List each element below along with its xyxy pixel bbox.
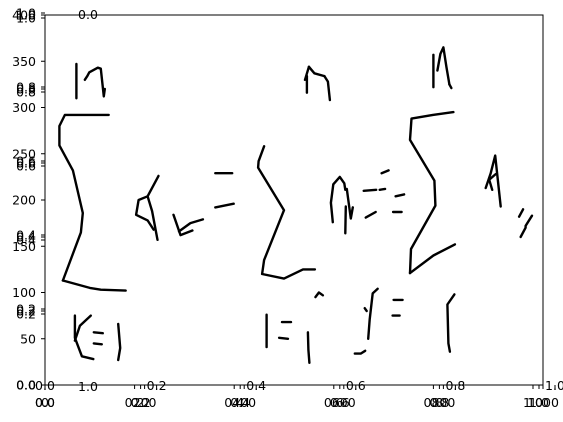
stroke-22 [214,202,235,209]
y-tick-label: 400 [12,8,36,23]
x-tick-label: 200 [133,395,157,410]
stroke-47 [436,46,451,86]
y-tick-label: 0.4 [16,233,36,248]
stroke-21 [177,218,205,233]
y-tick-label: 0.2 [16,307,36,322]
y-tick-label: 0.4 [16,228,36,243]
x-tick-label: 0.0 [35,395,55,410]
stroke-4 [116,322,122,362]
y-tick-label: 0.2 [16,304,36,319]
y-tick-label: 0.0 [16,378,36,393]
stroke-1 [73,314,93,342]
x-tick-label: 0.8 [423,395,443,410]
stroke-30 [378,187,387,192]
stroke-38 [519,214,534,239]
stroke-10 [353,349,367,355]
stroke-17 [61,279,127,292]
stroke-39 [517,208,525,218]
stroke-37 [488,172,497,192]
axes-0: 0 200 400 600 800 1000 0 50 100 150 200 250 300 350 40… [12,8,559,411]
stroke-6 [277,336,290,340]
y-tick-label: 0.8 [16,80,36,95]
axes-layer: 0 200 400 600 800 1000 0 50 100 150 200 250 300 350 40… [12,6,563,411]
y-tick-label: 200 [12,193,36,208]
y-tick-label: 1.0 [16,6,36,21]
plot-frame [44,14,544,386]
stroke-41 [83,66,107,98]
stroke-26 [345,187,354,220]
y-tick-label: 0.0 [16,378,36,393]
stroke-44 [307,65,326,78]
stroke-2 [92,342,104,346]
y-tick-label: 0.6 [16,154,36,169]
x-tick-label: 0.4 [224,395,244,410]
x-tick-label: 0.6 [324,395,344,410]
stroke-16 [58,113,110,282]
stray-tick-label: 1.0 [78,379,98,394]
stroke-48 [448,83,453,90]
y-tick-label: 0.8 [16,82,36,97]
stroke-33 [380,169,390,175]
y-tick-label: 0.6 [16,159,36,174]
axes-1: 0.0 0.2 0.4 0.6 0.8 1.0 0.0 0.2 0.4 0.6 0.8 1.0 [16,8,543,411]
y-tick-label: 300 [12,100,36,115]
y-tick-label: 0.8 [16,85,36,100]
y-tick-label: 0.6 [16,156,36,171]
x-tick-label: 0.6 [330,395,350,410]
stroke-11 [367,287,379,340]
stroke-36 [484,154,502,208]
x-tick-label: 1.0 [545,378,563,393]
x-tick-label: 800 [431,395,455,410]
axes-2: 0.0 0.2 0.4 0.6 0.8 1.0 0.0 0.2 0.4 0.6 0.8 1.0 [16,6,549,411]
stroke-14 [363,307,368,313]
y-tick-label: 1.0 [16,8,36,23]
x-tick-label: 0.2 [131,395,151,410]
stroke-27 [344,205,347,235]
stroke-layer [58,46,534,364]
stroke-18 [146,174,160,242]
stroke-43 [303,65,311,82]
stroke-19 [134,195,155,231]
y-tick-label: 0.2 [16,302,36,317]
x-tick-label: 0.0 [35,395,55,410]
stroke-29 [362,188,378,193]
stroke-0 [73,314,95,361]
stroke-15 [446,293,456,353]
y-tick-label: 50 [20,331,36,346]
stroke-8 [306,331,311,364]
x-tick-label: 1.0 [529,395,549,410]
y-tick-label: 100 [12,285,36,300]
stroke-9 [314,291,325,299]
y-tick-label: 0.0 [16,378,36,393]
y-tick-label: 0.4 [16,230,36,245]
stroke-32 [394,193,406,198]
y-tick-label: 150 [12,239,36,254]
x-tick-label: 0.8 [429,395,449,410]
y-tick-label: 350 [12,54,36,69]
stroke-25 [329,175,347,224]
stroke-3 [92,331,105,335]
y-tick-label: 0 [28,378,36,393]
stroke-20 [172,213,194,237]
x-tick-label: 1.0 [523,395,543,410]
stroke-35 [408,110,455,275]
stroke-45 [323,74,332,102]
stroke-34 [408,243,457,275]
x-tick-label: 1000 [527,395,559,410]
stroke-24 [256,145,317,280]
y-tick-label: 250 [12,146,36,161]
y-tick-label: 1.0 [16,11,36,26]
x-tick-label: 0.2 [125,395,145,410]
stroke-28 [364,210,377,219]
x-tick-label: 400 [232,395,256,410]
x-tick-label: 600 [332,395,356,410]
x-tick-label: 0 [41,395,49,410]
x-tick-label: 0.4 [230,395,250,410]
